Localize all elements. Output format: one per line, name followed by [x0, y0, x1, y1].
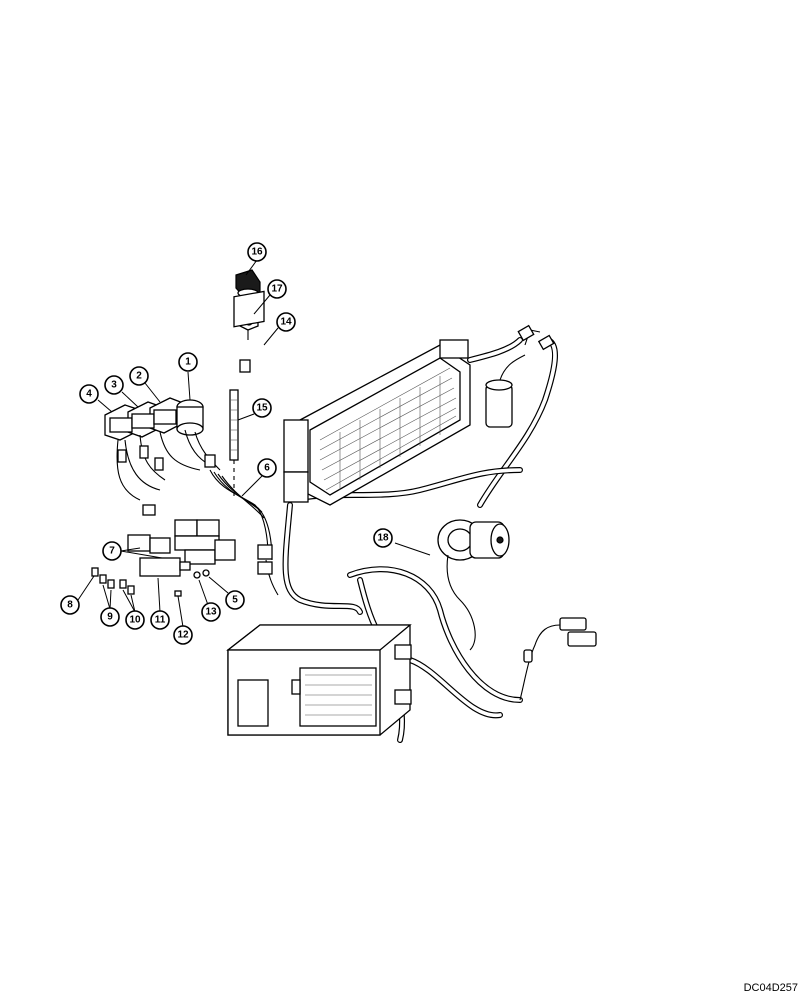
callout-14: 14 [276, 312, 296, 332]
drawing-code: DC04D257 [743, 982, 798, 994]
wiring-harness [209, 469, 279, 596]
thermostat-sensor [519, 617, 597, 701]
callout-label: 8 [67, 600, 73, 611]
callout-13: 13 [201, 602, 221, 622]
callout-11: 11 [150, 610, 170, 630]
receiver-drier [485, 324, 555, 428]
leader-lines [77, 259, 431, 628]
callout-8: 8 [60, 595, 80, 615]
callout-label: 6 [264, 463, 270, 474]
callout-label: 7 [109, 546, 115, 557]
callout-label: 13 [205, 607, 217, 618]
compressor [437, 519, 510, 651]
callout-17: 17 [267, 279, 287, 299]
callout-label: 1 [185, 357, 191, 368]
callout-label: 12 [177, 630, 189, 641]
callout-label: 2 [136, 371, 142, 382]
callout-label: 3 [111, 380, 117, 391]
callout-label: 10 [129, 615, 141, 626]
callout-label: 18 [377, 533, 389, 544]
condenser [283, 339, 471, 506]
callout-15: 15 [252, 398, 272, 418]
callout-label: 9 [107, 612, 113, 623]
switch-panel [104, 397, 221, 516]
callout-label: 5 [232, 595, 238, 606]
callout-16: 16 [247, 242, 267, 262]
callout-6: 6 [257, 458, 277, 478]
relay-block [91, 519, 236, 597]
callout-1: 1 [178, 352, 198, 372]
callout-12: 12 [173, 625, 193, 645]
callout-18: 18 [373, 528, 393, 548]
callout-3: 3 [104, 375, 124, 395]
callout-label: 14 [280, 317, 292, 328]
callout-label: 15 [256, 403, 268, 414]
callout-9: 9 [100, 607, 120, 627]
callout-2: 2 [129, 366, 149, 386]
callout-4: 4 [79, 384, 99, 404]
callout-5: 5 [225, 590, 245, 610]
pressure-switch [229, 269, 265, 500]
callout-label: 4 [86, 389, 92, 400]
callout-7: 7 [102, 541, 122, 561]
callout-label: 11 [155, 615, 166, 626]
callout-label: 16 [251, 247, 263, 258]
callout-10: 10 [125, 610, 145, 630]
evaporator-box [226, 624, 412, 736]
callout-label: 17 [271, 284, 283, 295]
